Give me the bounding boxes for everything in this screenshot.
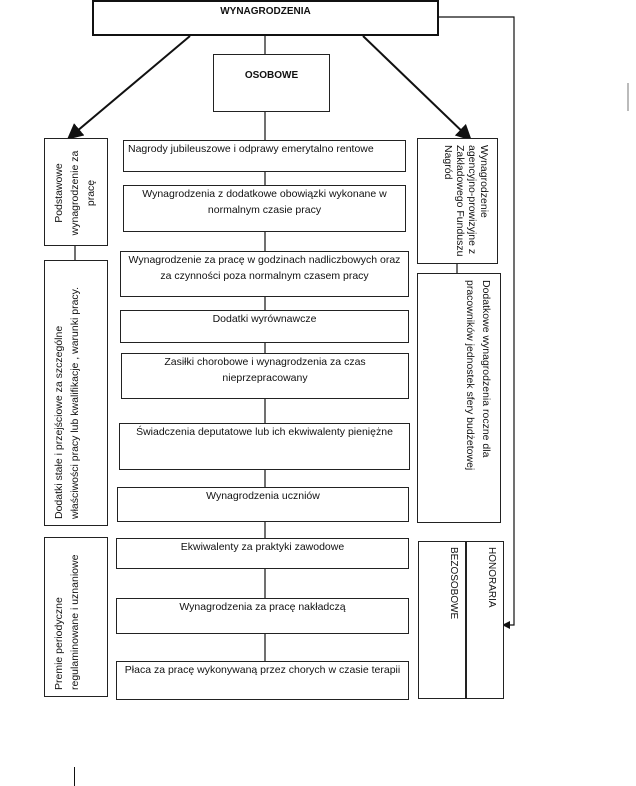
middle-box: Dodatki wyrównawcze [120,310,409,343]
arrow-to-left-column [66,35,191,140]
middle-box-label: Dodatki wyrównawcze [212,313,317,325]
right-box-annual: Dodatkowe wynagrodzenia roczne dla praco… [417,273,501,523]
arrow-to-honoraria [502,621,510,629]
left-box-label: Dodatki stałe i przejściowe za szczególn… [53,286,81,519]
bezosobowe-label: BEZOSOBOWE [448,547,459,620]
left-box-label: Premie periodyczne regulaminowane i uzna… [53,554,81,690]
arrow-to-right-column [362,35,472,141]
bezosobowe-divider [465,542,467,698]
middle-box: Nagrody jubileuszowe i odprawy emerytaln… [123,140,406,172]
middle-box-label: Zasiłki chorobowe i wynagrodzenia za cza… [164,356,366,384]
middle-box: Wynagrodzenia za pracę nakładczą [116,598,409,634]
middle-box: Świadczenia deputatowe lub ich ekwiwalen… [119,423,410,470]
text-cursor-marker [74,767,75,786]
left-box-bonuses: Premie periodyczne regulaminowane i uzna… [44,537,108,697]
middle-box-label: Wynagrodzenia z dodatkowe obowiązki wyko… [142,188,387,216]
middle-box: Wynagrodzenie za pracę w godzinach nadli… [120,251,409,297]
page-scrollbar-marker [627,83,629,111]
osobowe-label: OSOBOWE [244,70,299,81]
middle-box: Ekwiwalenty za praktyki zawodowe [116,538,409,569]
middle-box: Zasiłki chorobowe i wynagrodzenia za cza… [121,353,409,399]
osobowe-box: OSOBOWE [213,54,330,112]
left-box-label: Podstawowe wynagrodzenie za pracę [53,150,97,236]
middle-box-label: Wynagrodzenia uczniów [206,490,320,502]
bezosobowe-box: HONORARIA BEZOSOBOWE [418,541,504,699]
middle-box-label: Wynagrodzenia za pracę nakładczą [179,601,346,613]
right-box-agency: Wynagrodzenie agencyjno-prowizyjne z Zak… [417,138,498,264]
middle-box-label: Świadczenia deputatowe lub ich ekwiwalen… [136,426,393,438]
left-box-allowances: Dodatki stałe i przejściowe za szczególn… [44,260,108,526]
left-box-basic-salary: Podstawowe wynagrodzenie za pracę [44,138,108,246]
honoraria-label: HONORARIA [486,547,497,608]
right-box-label: Dodatkowe wynagrodzenia roczne dla praco… [464,280,492,471]
middle-box-label: Ekwiwalenty za praktyki zawodowe [180,541,345,553]
right-box-label: Wynagrodzenie agencyjno-prowizyjne z Zak… [442,145,490,257]
middle-box: Wynagrodzenia uczniów [117,487,409,522]
middle-box: Wynagrodzenia z dodatkowe obowiązki wyko… [123,185,406,232]
middle-box-label: Nagrody jubileuszowe i odprawy emerytaln… [128,143,374,155]
middle-box: Płaca za pracę wykonywaną przez chorych … [116,661,409,700]
middle-box-label: Płaca za pracę wykonywaną przez chorych … [124,664,401,676]
title-box: WYNAGRODZENIA [92,0,439,36]
title-label: WYNAGRODZENIA [220,6,311,17]
middle-box-label: Wynagrodzenie za pracę w godzinach nadli… [128,254,401,282]
